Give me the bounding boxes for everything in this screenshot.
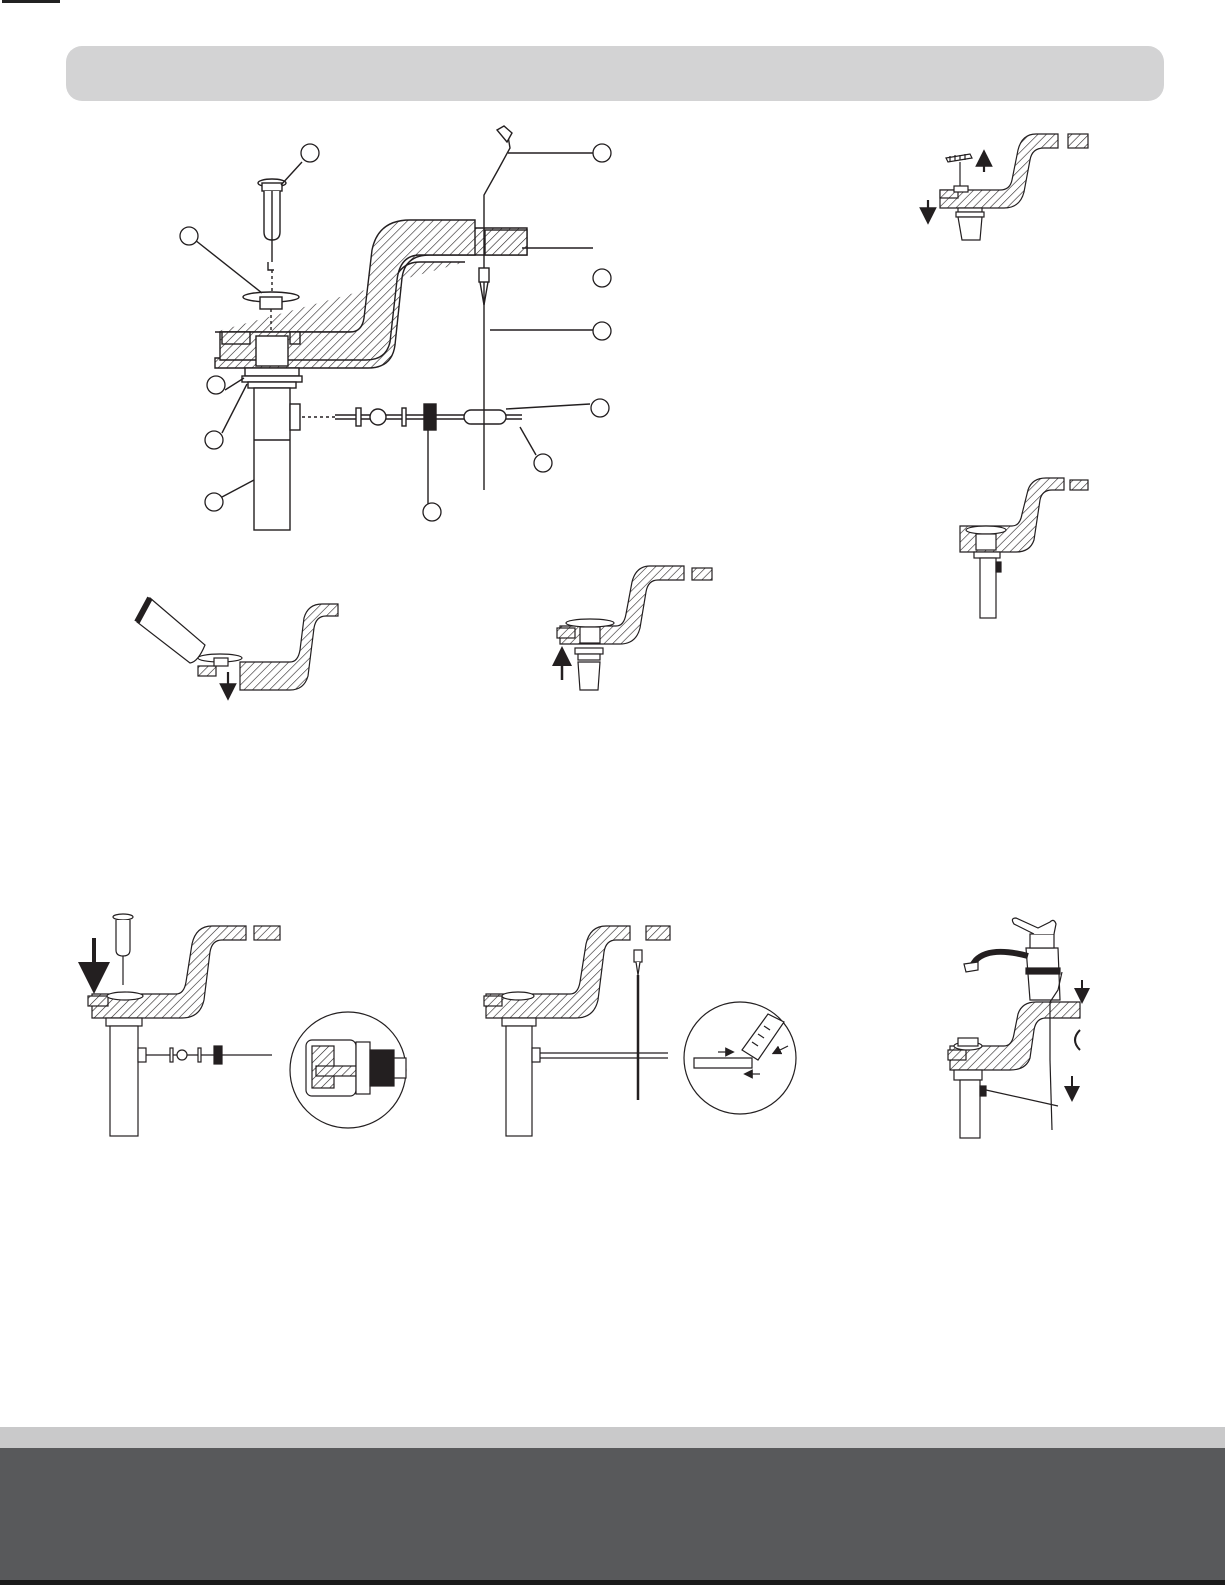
callout-circle [205,431,223,449]
callout-circle [593,269,611,287]
callout-circle [423,503,441,521]
sealant-step-figure [137,598,338,692]
callout-circle [207,376,225,394]
stopper-icon [113,914,133,985]
clip-detail-icon [684,1002,796,1114]
pivot-rod-part [302,404,522,430]
exploded-assembly-figure [195,126,593,530]
footer-stripe [0,1427,1225,1448]
callout-circle [205,493,223,511]
callout-circle [534,454,552,472]
rotate-icon [1075,1030,1080,1050]
footer-bar [0,1448,1225,1585]
nut-detail-icon [290,1012,406,1128]
stopper-part [258,179,286,295]
callout-circle [180,227,198,245]
tighten-step-figure [557,566,712,690]
top-right-step-figure [928,134,1088,240]
callout-circle [591,399,609,417]
pivot-rod-step-figure [88,914,406,1136]
lift-rod-part [479,126,512,490]
callout-circle [593,322,611,340]
callout-circle [301,144,319,162]
faucet-step-figure [948,918,1082,1138]
assembled-step-figure [960,478,1088,618]
callout-circle [593,144,611,162]
clip-step-figure [484,926,796,1136]
strainer-icon [946,154,972,162]
footer-rule [0,1580,1225,1585]
faucet-icon [964,918,1060,1000]
sealant-tube-icon [137,598,205,663]
